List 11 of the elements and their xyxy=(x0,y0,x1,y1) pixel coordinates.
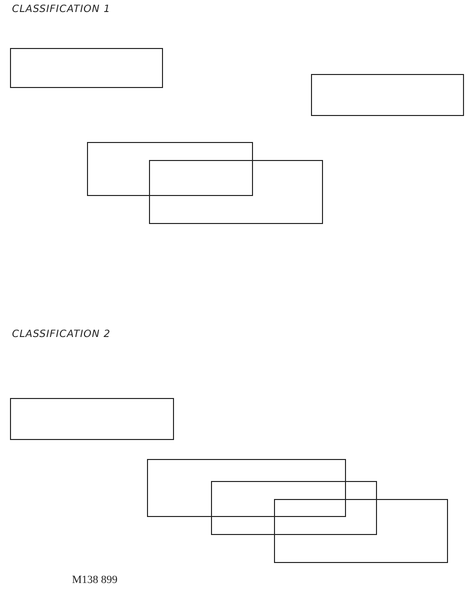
empty-rectangle xyxy=(147,459,346,517)
empty-rectangle xyxy=(10,48,163,88)
section-heading: CLASSIFICATION 2 xyxy=(12,329,110,340)
empty-rectangle xyxy=(211,481,377,535)
figure-code: M138 899 xyxy=(72,574,118,586)
empty-rectangle xyxy=(149,160,323,224)
section-heading: CLASSIFICATION 1 xyxy=(12,4,110,15)
empty-rectangle xyxy=(311,74,464,116)
empty-rectangle xyxy=(10,398,174,440)
empty-rectangle xyxy=(274,499,448,563)
empty-rectangle xyxy=(87,142,253,196)
